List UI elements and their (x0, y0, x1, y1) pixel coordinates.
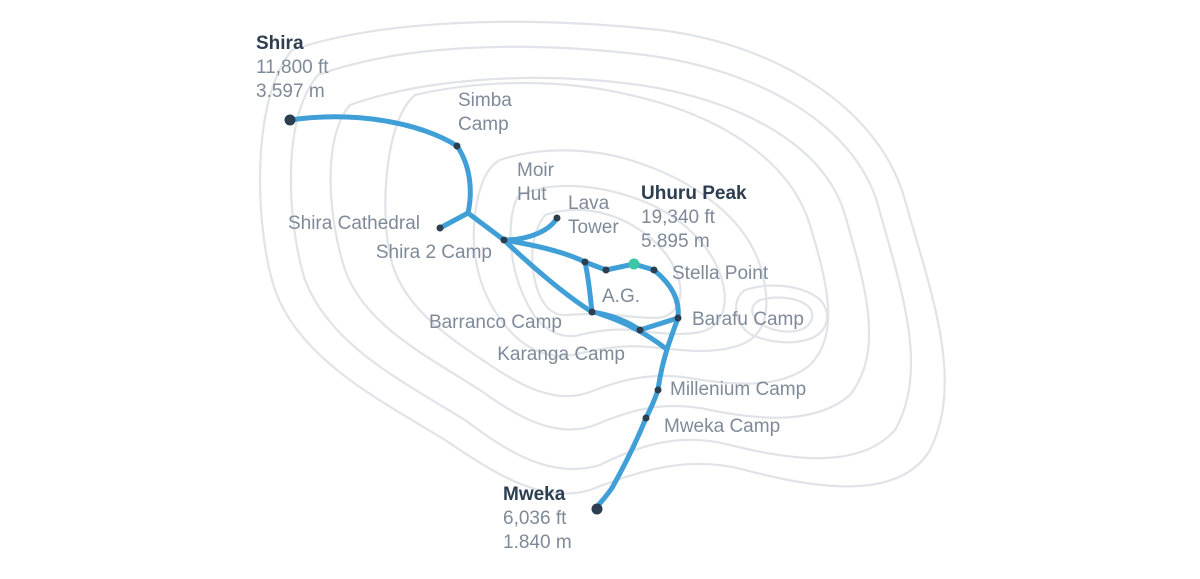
contour-9 (751, 296, 814, 333)
label-stella-point: Stella Point (672, 263, 769, 284)
uhuru-peak-marker (628, 258, 640, 270)
label-shira-cathedral: Shira Cathedral (287, 213, 420, 234)
contour-5 (472, 149, 768, 358)
label-millenium-camp: Millenium Camp (670, 379, 807, 400)
simba-line1: Simba (458, 90, 512, 111)
mweka-elevation-ft: 6,036 ft (503, 508, 567, 529)
moir-line2: Hut (517, 184, 547, 205)
label-mweka: Mweka 6,036 ft 1.840 m (503, 483, 572, 555)
karanga-camp-marker (636, 326, 644, 334)
label-mweka-camp: Mweka Camp (664, 416, 781, 437)
uhuru-name: Uhuru Peak (641, 183, 747, 204)
contour-8 (735, 284, 829, 344)
uhuru-elevation-ft: 19,340 ft (641, 207, 715, 228)
label-moir-hut: Moir Hut (517, 159, 554, 207)
route-mweka-descent (594, 415, 649, 510)
label-shira: Shira 11,800 ft 3.597 m (256, 32, 329, 104)
shira-elevation-ft: 11,800 ft (256, 57, 329, 78)
shira-elevation-m: 3.597 m (256, 81, 325, 102)
shira-cathedral-marker (436, 224, 444, 232)
label-shira-2-camp: Shira 2 Camp (375, 242, 492, 263)
mweka-camp-marker (642, 414, 650, 422)
moir-line1: Moir (517, 160, 554, 181)
route-junction-to-cathedral (437, 210, 471, 231)
route-ag-to-barranco (582, 259, 595, 315)
label-lava-tower: Lava Tower (568, 192, 619, 240)
route-stella-to-barafu (651, 267, 681, 321)
mweka-elevation-m: 1.840 m (503, 532, 572, 553)
route-barranco-to-descent (597, 311, 668, 351)
route-shira-to-junction (287, 114, 473, 216)
route-shira2-to-barranco (501, 237, 595, 315)
route-junction-to-shira2 (465, 210, 507, 243)
stella-point-marker (650, 266, 658, 274)
camp-markers (284, 114, 682, 515)
contour-2 (289, 45, 913, 470)
label-karanga-camp: Karanga Camp (497, 344, 625, 365)
simba-camp-marker (453, 142, 461, 150)
label-barranco-camp: Barranco Camp (428, 312, 562, 333)
lava-tower-marker (553, 214, 561, 222)
label-simba-camp: Simba Camp (458, 89, 512, 137)
simba-line2: Camp (458, 114, 509, 135)
lava-line1: Lava (568, 193, 610, 214)
millenium-camp-marker (654, 386, 662, 394)
label-barafu-camp: Barafu Camp (692, 309, 804, 330)
label-uhuru-peak: Uhuru Peak 19,340 ft 5.895 m (641, 182, 747, 254)
lava-camp-marker (602, 266, 610, 274)
route-shira2-to-ag (501, 237, 588, 265)
hiking-routes (287, 114, 681, 510)
route-ag-to-lavacamp (582, 259, 609, 273)
contour-3 (329, 76, 871, 431)
uhuru-elevation-m: 5.895 m (641, 231, 710, 252)
contour-6 (509, 184, 726, 338)
barafu-camp-marker (674, 314, 682, 322)
contour-lines (258, 20, 946, 495)
barranco-camp-marker (588, 308, 596, 316)
lava-line2: Tower (568, 217, 619, 238)
contour-4 (384, 81, 830, 398)
contour-7 (531, 208, 682, 320)
label-ag: A.G. (602, 286, 641, 307)
shira-2-camp-marker (500, 236, 508, 244)
ag-marker (581, 258, 589, 266)
mweka-name: Mweka (503, 484, 566, 505)
mweka-marker (591, 503, 603, 515)
shira-name: Shira (256, 33, 304, 54)
shira-marker (284, 114, 296, 126)
contour-1 (258, 20, 946, 495)
route-karanga-to-barafu (637, 315, 681, 333)
